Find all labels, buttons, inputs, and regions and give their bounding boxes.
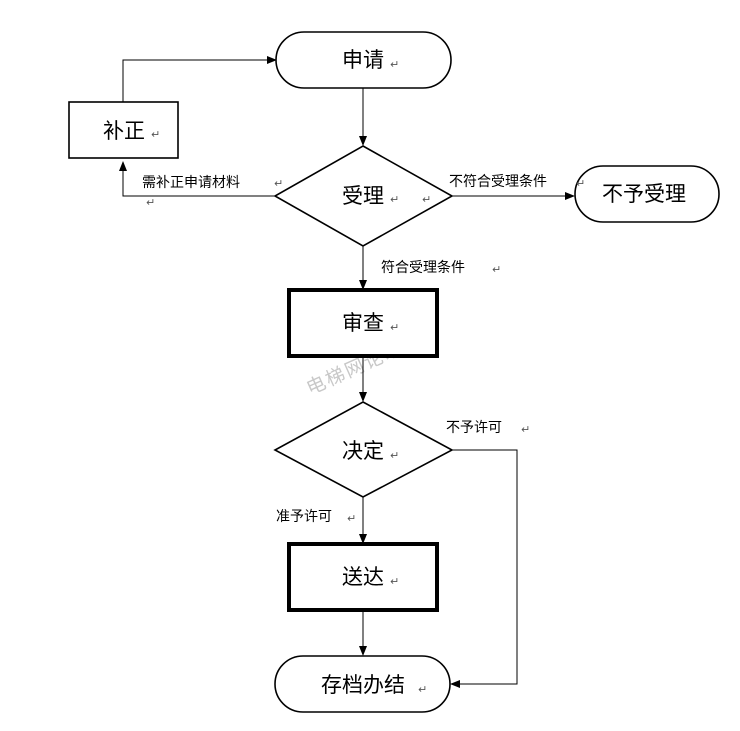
node-archive: 存档办结 ↵ <box>274 655 451 713</box>
node-reject: 不予受理 <box>574 165 720 223</box>
paragraph-mark: ↵ <box>390 193 399 206</box>
paragraph-mark: ↵ <box>576 177 585 190</box>
paragraph-mark: ↵ <box>492 263 501 276</box>
paragraph-mark: ↵ <box>390 449 399 462</box>
node-correct-label: 补正 <box>103 119 145 143</box>
node-deliver: 送达 ↵ <box>287 542 439 612</box>
paragraph-mark: ↵ <box>521 423 530 436</box>
node-accept-label: 受理 <box>342 184 384 208</box>
node-deliver-label: 送达 <box>342 565 384 589</box>
paragraph-mark: ↵ <box>347 512 356 525</box>
node-accept: 受理 ↵ ↵ <box>273 145 454 247</box>
paragraph-mark: ↵ <box>390 58 399 71</box>
paragraph-mark: ↵ <box>390 575 399 588</box>
paragraph-mark: ↵ <box>274 177 283 190</box>
paragraph-mark: ↵ <box>418 683 427 696</box>
paragraph-mark: ↵ <box>390 321 399 334</box>
paragraph-mark: ↵ <box>422 193 431 206</box>
node-review-label: 审查 <box>342 311 384 335</box>
edge-label-permit: 准予许可 <box>276 509 332 525</box>
edge-decide-to-archive <box>450 449 518 688</box>
edge-correct-to-apply <box>122 56 277 102</box>
edge-accept-to-correct <box>119 161 275 197</box>
edge-label-not-permit: 不予许可 <box>446 420 502 436</box>
node-reject-label: 不予受理 <box>602 182 686 206</box>
edge-label-need-correction: 需补正申请材料 <box>142 175 240 191</box>
node-apply-label: 申请 <box>342 48 384 72</box>
paragraph-mark: ↵ <box>146 196 155 209</box>
node-decide-label: 决定 <box>342 439 384 463</box>
edge-label-meet: 符合受理条件 <box>381 259 465 276</box>
node-correct: 补正 ↵ <box>68 101 179 159</box>
node-apply: 申请 ↵ <box>275 31 452 89</box>
node-archive-label: 存档办结 <box>321 673 405 697</box>
node-review: 审查 ↵ <box>287 288 439 358</box>
edge-label-not-meet: 不符合受理条件 <box>449 173 547 190</box>
node-decide: 决定 ↵ <box>273 401 454 498</box>
paragraph-mark: ↵ <box>151 128 160 141</box>
